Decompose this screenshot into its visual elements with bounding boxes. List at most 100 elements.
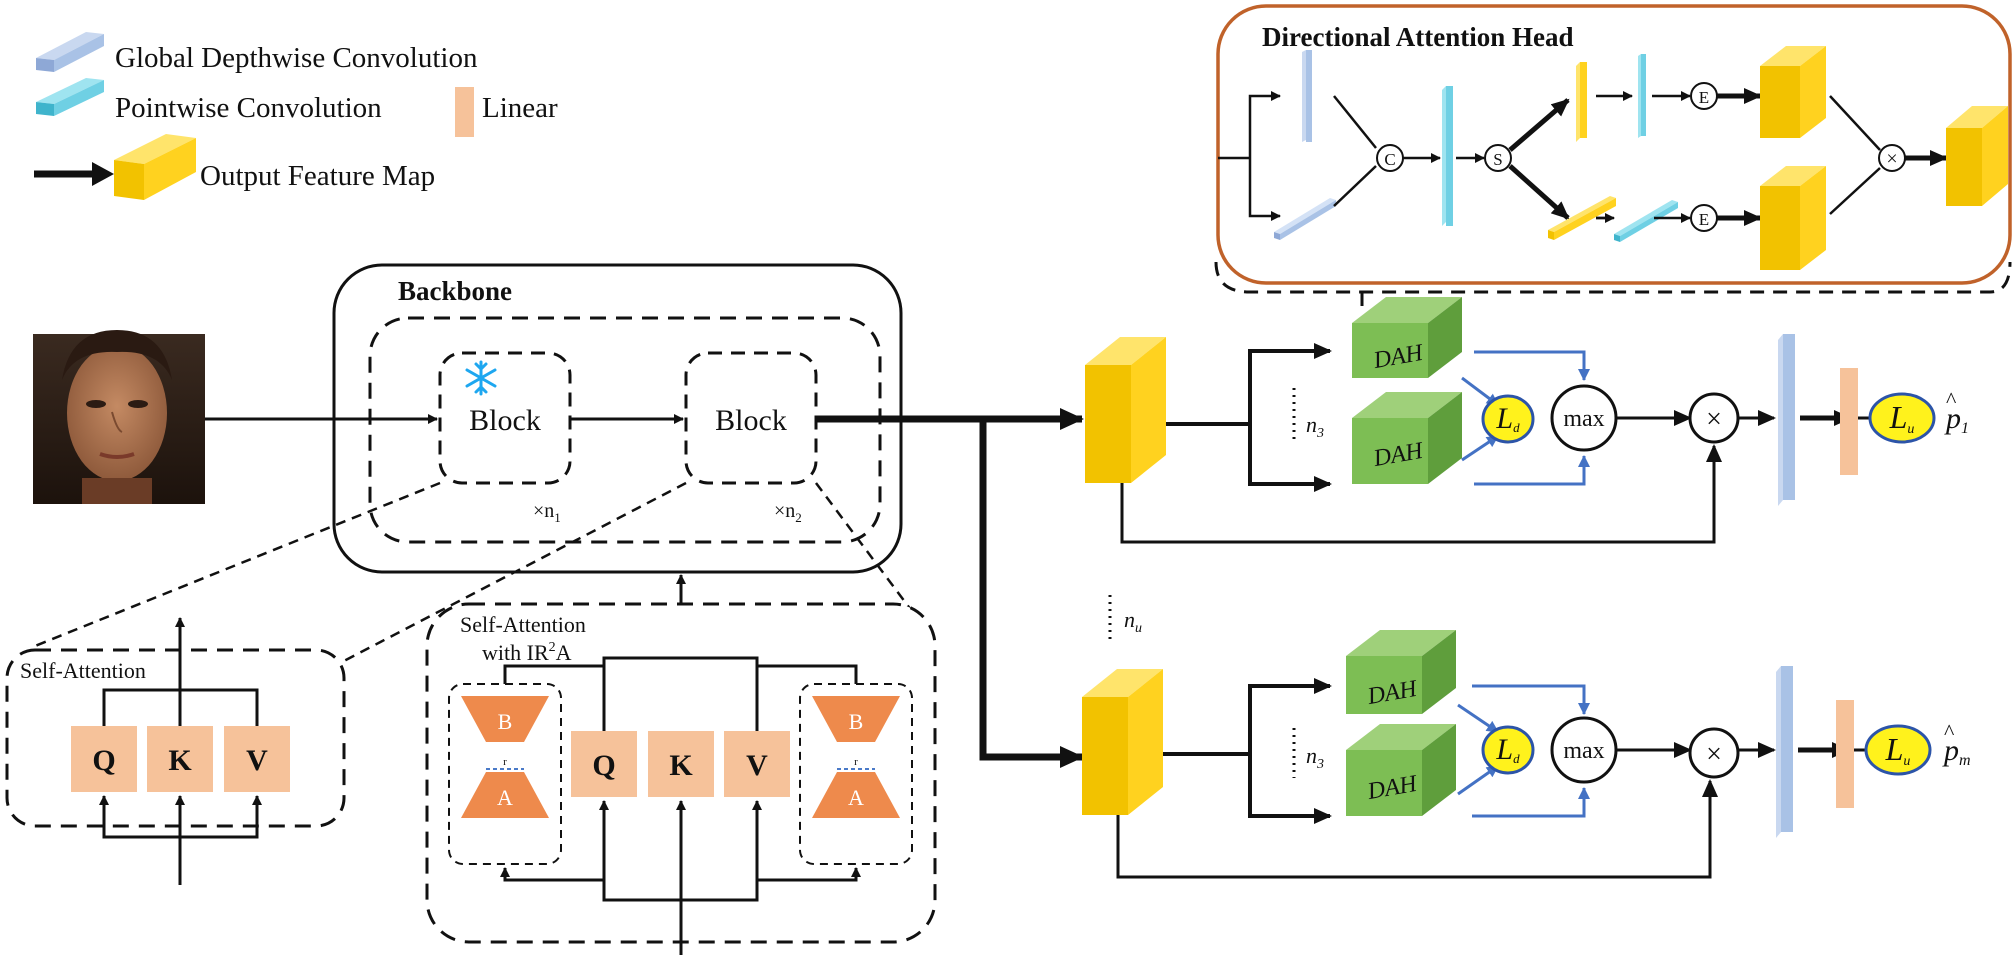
branch1-depthwise-bar <box>1778 334 1795 506</box>
branch-1: DAH DAH n3 Ld max × Lu p1 <box>1085 297 1969 544</box>
branch1-multiply-label: × <box>1706 404 1722 435</box>
legend-linear-label: Linear <box>482 92 558 124</box>
legend-pointwise-label: Pointwise Convolution <box>115 92 382 124</box>
self-attention-title: Self-Attention <box>20 658 146 683</box>
branchm-multiply-label: × <box>1706 739 1722 770</box>
lora-a-left <box>461 772 549 818</box>
output-feature-map-legend-icon <box>34 134 196 200</box>
dah-lower-input <box>1248 158 1281 221</box>
legend: Global Depthwise Convolution Pointwise C… <box>34 32 558 200</box>
pointwise-conv-legend-icon <box>36 78 104 116</box>
zoom-line-2 <box>341 481 687 664</box>
value-box <box>224 726 290 792</box>
branch1-dah-lower-in <box>1248 424 1332 492</box>
lora-a-left-label: A <box>497 785 513 810</box>
q-input-arrow <box>99 795 180 839</box>
lora-a-right-label: A <box>848 785 864 810</box>
repeat-n2-label: ×n2 <box>774 500 802 525</box>
legend-arrow-head <box>92 162 114 186</box>
dah-upper-input <box>1248 91 1281 158</box>
branchm-blue-upper-to-max <box>1472 684 1590 715</box>
value-label: V <box>246 744 268 777</box>
lora-rank-right-label: r <box>854 756 858 768</box>
ir2a-query-label: Q <box>592 749 615 782</box>
lower-exp-label: E <box>1699 210 1709 229</box>
branch1-dah-upper <box>1352 297 1462 378</box>
branch1-loss-d-label: Ld <box>1495 402 1520 435</box>
branch1-blue-lower-to-loss <box>1461 434 1499 462</box>
ir2a-qkv-merge-line <box>602 656 759 731</box>
branch1-dah-lower <box>1352 392 1462 484</box>
lora-b-right <box>812 696 900 742</box>
branchm-multiply-node <box>1688 727 1740 779</box>
branch1-max-label: max <box>1563 406 1604 432</box>
branchm-loss-d <box>1481 725 1535 775</box>
linear-legend-icon <box>455 87 474 137</box>
ir2a-v-input-arrow <box>681 800 762 902</box>
v-input-arrow <box>180 795 262 839</box>
dah-multiply-label: × <box>1886 148 1897 170</box>
branchm-blue-lower-to-loss <box>1457 764 1499 796</box>
split-lower-arrow <box>1508 164 1570 220</box>
frozen-block-label: Block <box>469 404 541 437</box>
upper-to-multiply <box>1829 95 1881 151</box>
legend-depthwise-label: Global Depthwise Convolution <box>115 42 478 74</box>
lora-b-right-label: B <box>849 709 864 734</box>
branchm-skip-connection <box>1116 779 1718 879</box>
branch1-loss-u <box>1868 392 1936 444</box>
lora-a-right <box>812 772 900 818</box>
branchm-max-label: max <box>1563 738 1604 764</box>
upper-exp-label: E <box>1699 88 1709 107</box>
branch1-feature-map <box>1085 337 1166 483</box>
branch1-blue-lower-to-max <box>1474 455 1590 486</box>
branchm-loss-d-label: Ld <box>1495 733 1520 766</box>
self-attention-panel: Self-Attention Q K V <box>5 617 346 885</box>
branchm-dah-lower <box>1346 724 1456 816</box>
dah-upper-pointwise <box>1638 54 1646 138</box>
branch1-loss-u-label: Lu <box>1889 399 1915 437</box>
repeat-n1-label: ×n1 <box>533 500 561 525</box>
branch1-linear <box>1840 368 1858 475</box>
ir2a-query-box <box>571 731 637 797</box>
zoom-line-1 <box>29 481 441 650</box>
branchm-blue-upper-to-loss <box>1457 703 1499 734</box>
branchm-linear <box>1836 700 1854 808</box>
dah-dashed-bracket <box>1214 261 2012 294</box>
trainable-block-label: Block <box>715 404 787 437</box>
branchm-loss-u-label: Lu <box>1885 731 1911 769</box>
ir2a-right-lora-input <box>757 867 861 882</box>
branch1-blue-upper-to-max <box>1474 350 1590 381</box>
branch-m: DAH DAH n3 Ld max × Lu pm ^ <box>1082 630 1971 879</box>
self-attention-ir2a-panel: Self-Attention with IR2A B r A B r A Q K… <box>425 602 937 955</box>
dah-pointwise-bar <box>1442 86 1453 226</box>
lower-to-multiply <box>1829 167 1881 215</box>
ir2a-value-box <box>724 731 790 797</box>
dah-horizontal-depthwise <box>1274 198 1336 240</box>
dah-upper-feature-map <box>1760 46 1826 138</box>
dah-to-concat-lower <box>1333 165 1377 207</box>
split-node <box>1484 144 1512 172</box>
ir2a-right-lora-out-line <box>757 664 858 684</box>
dah-title: Directional Attention Head <box>1262 22 1573 52</box>
branchm-pm-label: pm <box>1942 734 1971 769</box>
branchm-hat: ^ <box>1944 719 1955 744</box>
ir2a-q-input-arrow <box>599 800 681 902</box>
dah-lower-feature-map <box>1760 166 1826 270</box>
branch1-loss-d <box>1481 394 1535 444</box>
concat-label: C <box>1384 150 1395 169</box>
branchm-dah-upper <box>1346 630 1456 714</box>
snowflake-icon <box>465 360 497 396</box>
key-label: K <box>168 744 192 777</box>
backbone-title: Backbone <box>398 276 512 306</box>
dah-lower-yellow-bar <box>1548 196 1616 240</box>
branch1-n3-label: n3 <box>1306 412 1324 441</box>
branch1-hat: ^ <box>1946 387 1957 412</box>
branchm-depthwise-bar <box>1776 666 1793 838</box>
branch1-skip-connection <box>1120 444 1722 544</box>
ir2a-value-label: V <box>746 749 768 782</box>
ir2a-title-line1: Self-Attention <box>460 612 586 637</box>
branchm-dah-upper-in <box>1248 678 1332 754</box>
split-label: S <box>1493 150 1502 169</box>
branchm-blue-lower-to-max <box>1472 787 1590 818</box>
